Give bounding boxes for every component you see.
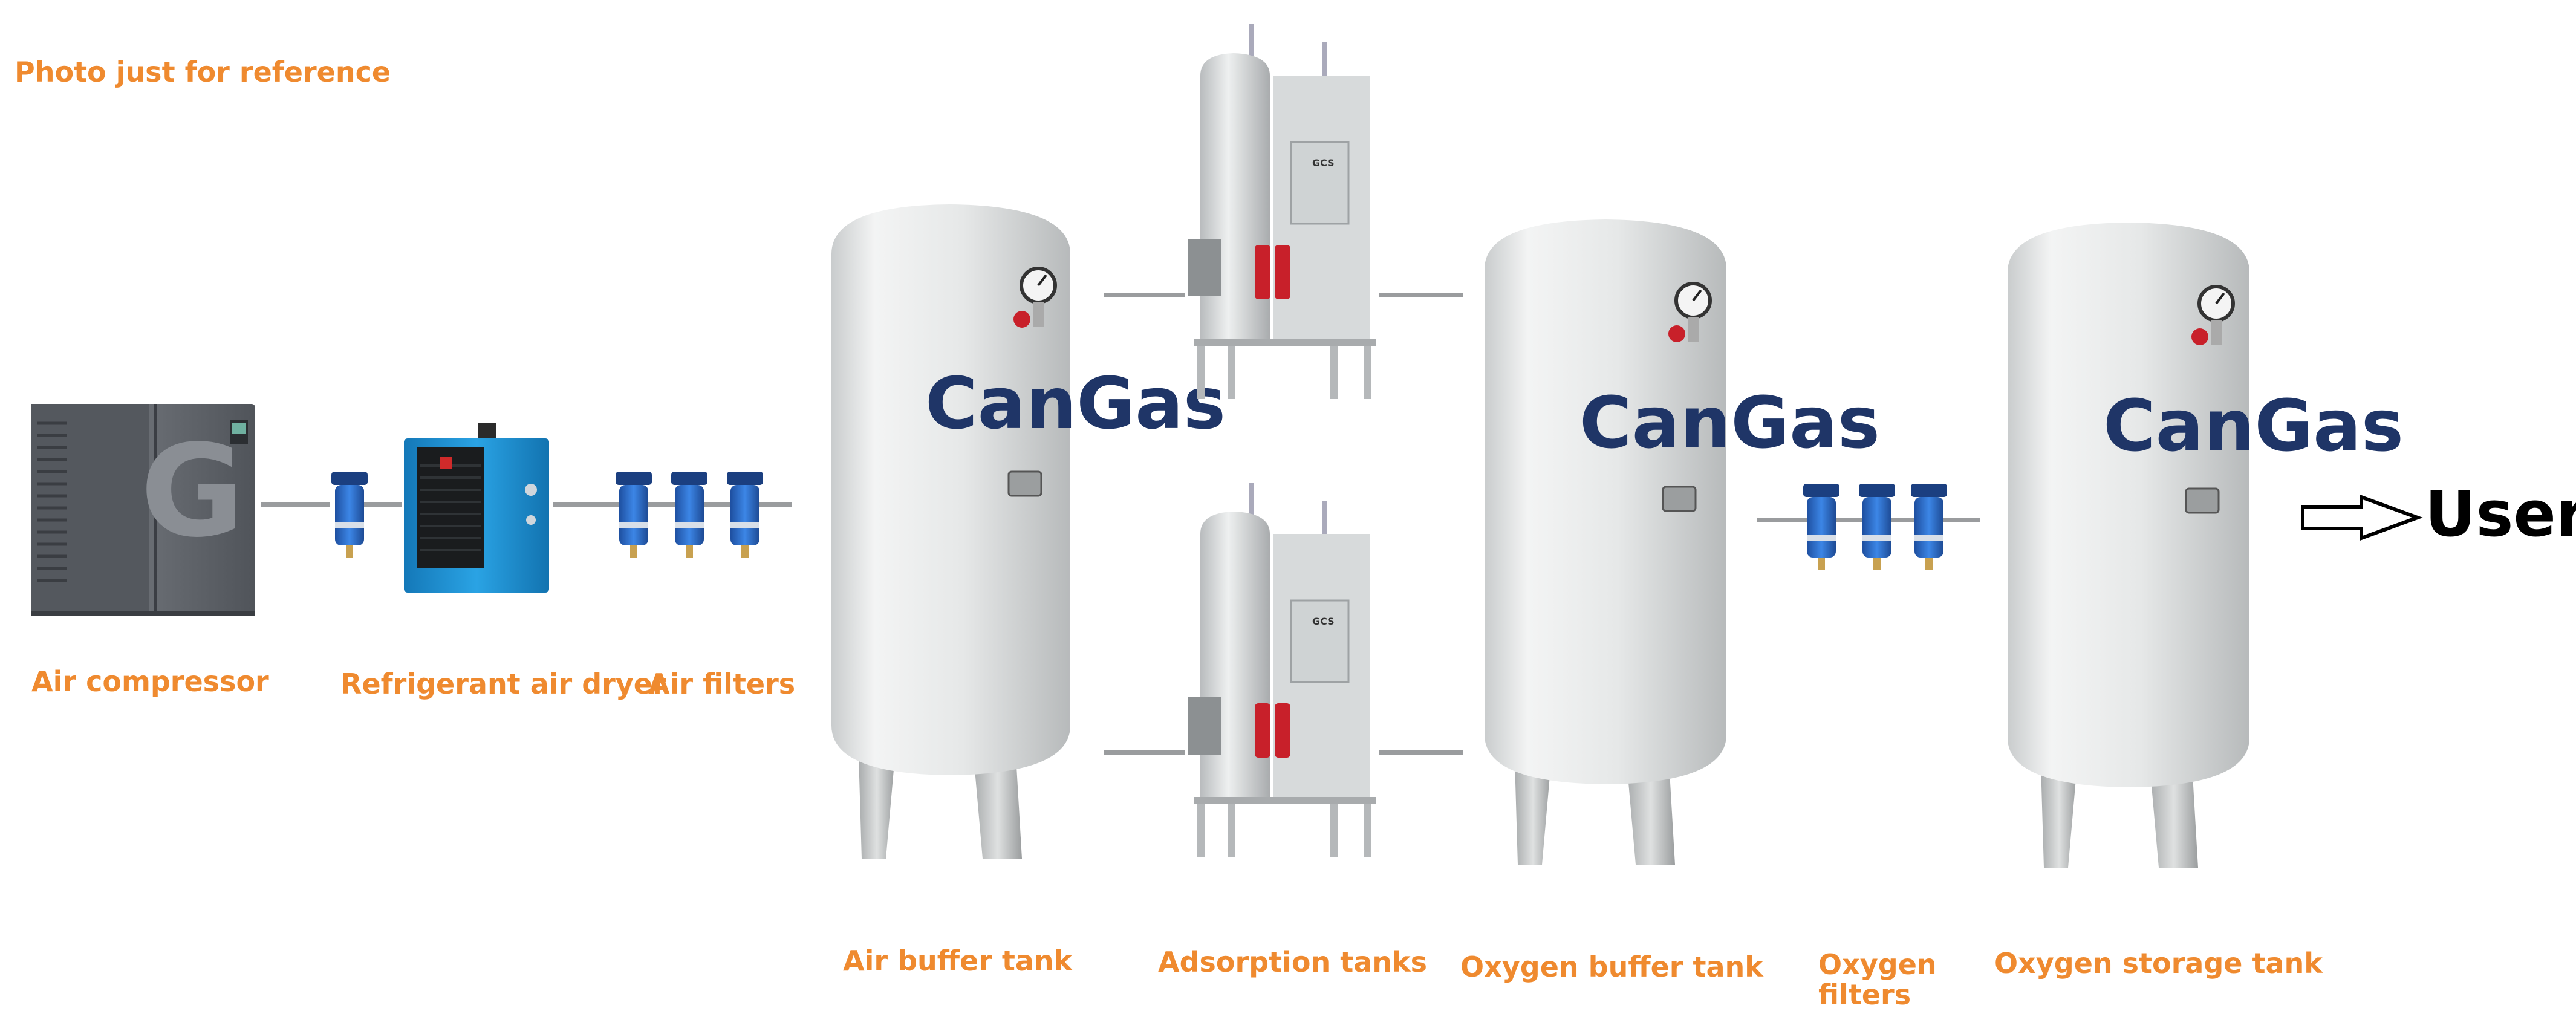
label-adsorption-tanks: Adsorption tanks [1158, 946, 1427, 978]
reference-note: Photo just for reference [15, 56, 391, 88]
unit-badge: GCS [1312, 157, 1335, 169]
oxygen-storage-tank-image: CanGas [2008, 223, 2404, 868]
compressor-logo-mark: G [140, 417, 244, 565]
arrow-right-icon [2301, 494, 2423, 541]
air-filter-single [331, 472, 368, 558]
brand-text: CanGas [925, 362, 1226, 445]
label-air-compressor: Air compressor [31, 665, 269, 698]
label-oxygen-filters-line1: Oxygen [1818, 948, 1937, 981]
user-label: User [2425, 477, 2576, 551]
refrigerant-dryer-image [404, 423, 549, 593]
label-oxygen-buffer-tank: Oxygen buffer tank [1460, 951, 1763, 983]
unit-badge: GCS [1312, 616, 1335, 627]
brand-text: CanGas [1579, 381, 1880, 464]
brand-text: CanGas [2103, 384, 2404, 467]
label-air-filters: Air filters [648, 668, 796, 700]
label-air-buffer-tank: Air buffer tank [843, 944, 1073, 977]
air-compressor-image: G [31, 404, 255, 616]
label-oxygen-filters-line2: filters [1818, 978, 1911, 1011]
air-buffer-tank-image: CanGas [831, 204, 1226, 859]
oxygen-buffer-tank-image: CanGas [1485, 219, 1880, 865]
adsorption-tanks-image: GCS GCS [1188, 24, 1376, 857]
label-oxygen-storage-tank: Oxygen storage tank [1994, 947, 2323, 980]
air-filters-image [616, 472, 763, 558]
label-refrigerant-air-dryer: Refrigerant air dryer [340, 668, 666, 700]
oxygen-filters-image [1803, 484, 1947, 570]
